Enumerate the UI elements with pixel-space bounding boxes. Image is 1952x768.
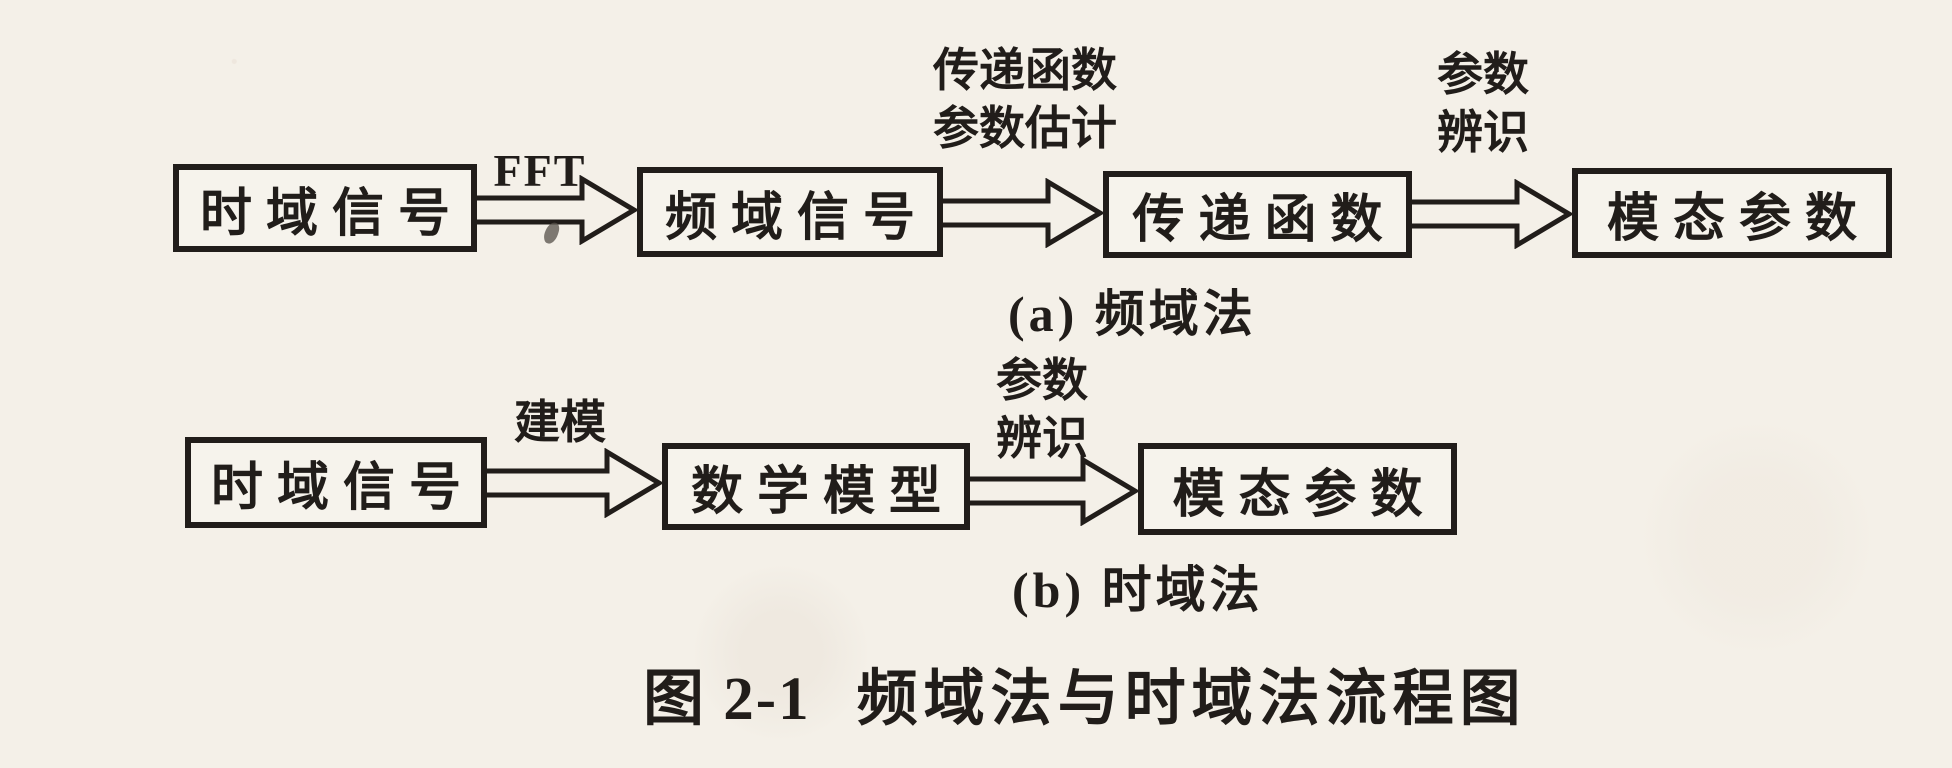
flow-a-node-frequency-domain-signal: 频域信号 — [637, 167, 943, 257]
flow-b-node-modal-parameters: 模态参数 — [1138, 443, 1457, 535]
figure-number: 图 2-1 — [643, 666, 811, 733]
node-label: 模态参数 — [1606, 190, 1871, 248]
flow-a-arrow-label-fft: FFT — [493, 145, 587, 196]
node-label: 传递函数 — [1132, 192, 1397, 249]
node-label: 时域信号 — [210, 460, 475, 517]
flow-b-arrow-label-modeling: 建模 — [514, 397, 606, 448]
block-arrow-icon — [1412, 179, 1574, 249]
block-arrow-icon — [943, 178, 1105, 248]
block-arrow-icon — [487, 448, 664, 518]
block-arrow-icon — [477, 175, 639, 245]
flow-a-node-time-domain-signal: 时域信号 — [173, 164, 477, 252]
figure-caption: 图 2-1 频域法与时域法流程图 — [643, 648, 1527, 737]
flow-a-caption: (a) 频域法 — [1008, 286, 1257, 342]
flow-a-node-modal-parameters: 模态参数 — [1572, 168, 1892, 258]
block-arrow-icon — [970, 456, 1140, 526]
node-label: 时域信号 — [199, 185, 464, 243]
figure-title: 频域法与时域法流程图 — [856, 666, 1527, 733]
node-label: 数学模型 — [690, 464, 955, 521]
node-label: 模态参数 — [1172, 466, 1437, 524]
flow-b-caption: (b) 时域法 — [1012, 562, 1264, 618]
flow-b-arrow-label-parameter-identification: 参数 辨识 — [996, 355, 1088, 465]
node-label: 频域信号 — [664, 189, 929, 247]
flow-a-arrow-label-parameter-identification: 参数 辨识 — [1437, 49, 1529, 159]
flow-a-arrow-label-transfer-function-estimation: 传递函数 参数估计 — [933, 45, 1117, 155]
flow-b-node-time-domain-signal: 时域信号 — [185, 437, 487, 528]
flow-a-node-transfer-function: 传递函数 — [1103, 171, 1412, 258]
flow-b-node-mathematical-model: 数学模型 — [662, 443, 970, 530]
